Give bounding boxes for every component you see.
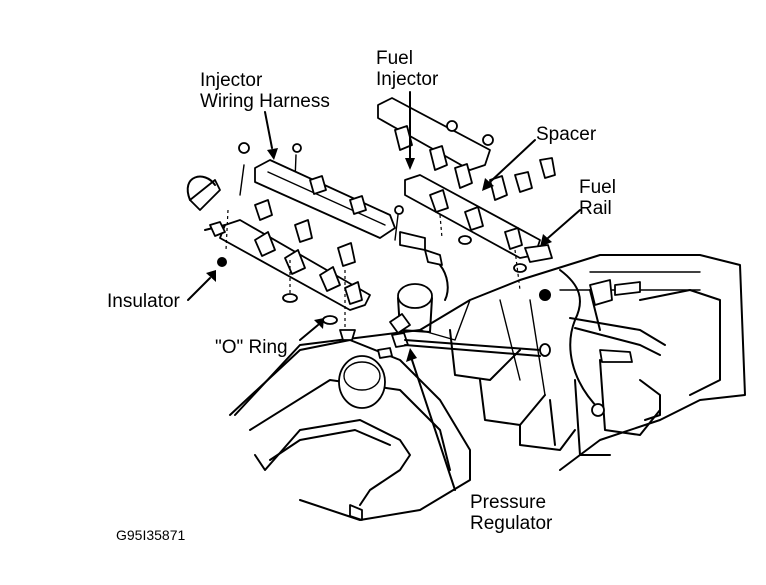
- fuel-lines: [559, 269, 666, 421]
- label-spacer: Spacer: [536, 124, 597, 145]
- right-injector-group: [377, 97, 556, 301]
- label-fuel-injector: Fuel Injector: [376, 48, 439, 90]
- label-pressure-regulator: Pressure Regulator: [470, 492, 553, 534]
- valve-cover: [229, 283, 471, 521]
- label-injector-wiring-harness: Injector Wiring Harness: [200, 70, 330, 112]
- left-injectors: [238, 142, 404, 267]
- left-fuel-rail: [186, 175, 371, 341]
- label-o-ring: "O" Ring: [215, 337, 288, 358]
- leader-arrows: [187, 91, 581, 491]
- figure-code: G95I35871: [116, 527, 186, 543]
- intake-manifold: [234, 254, 746, 471]
- wiring-harness-bar: [254, 159, 449, 301]
- label-fuel-rail: Fuel Rail: [579, 177, 616, 219]
- label-insulator: Insulator: [107, 291, 180, 312]
- pressure-regulator-part: [377, 313, 551, 359]
